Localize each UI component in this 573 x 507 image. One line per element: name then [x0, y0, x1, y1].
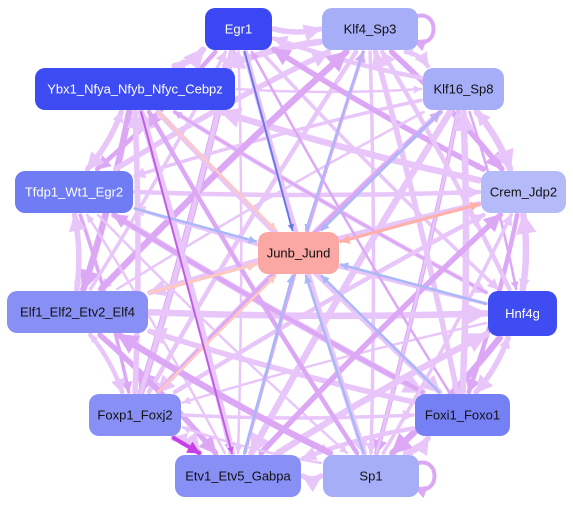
edge-hnf4g-to-crem: [515, 211, 537, 293]
edge-elf1-to-junb: [148, 261, 258, 295]
edge-klf4-to-junb: [304, 51, 364, 231]
edge-egr1-to-klf4: [271, 24, 323, 42]
edge-etv1-to-sp1: [300, 473, 324, 493]
node-egr1[interactable]: Egr1: [205, 8, 272, 50]
self-loop-sp1: [413, 460, 437, 499]
node-junb-box: [258, 232, 339, 274]
edge-elf1-to-klf4: [98, 48, 350, 293]
edge-egr1-to-junb: [243, 51, 294, 231]
edge-etv1-to-tfdp1: [86, 213, 226, 455]
node-klf4-label: Klf4_Sp3: [344, 21, 397, 36]
edge-sp1-to-junb: [304, 274, 365, 455]
node-sp1[interactable]: Sp1: [323, 455, 419, 497]
edge-hnf4g-to-junb: [339, 262, 488, 305]
edge-tfdp1-to-crem: [132, 185, 482, 200]
node-crem-label: Crem_Jdp2: [490, 184, 557, 199]
node-etv1-label: Etv1_Etv5_Gabpa: [185, 468, 291, 483]
edge-klf16-to-junb: [320, 110, 442, 232]
self-loop-klf4: [412, 13, 436, 52]
edge-sp1-to-foxp1: [181, 426, 323, 465]
edge-egr1-to-etv1: [234, 50, 243, 455]
node-ybx1[interactable]: Ybx1_Nfya_Nfyb_Nfyc_Cebpz: [35, 68, 235, 110]
edge-ybx1-to-etv1: [140, 111, 234, 454]
node-tfdp1-label: Tfdp1_Wt1_Egr2: [25, 184, 123, 199]
edge-sp1-to-foxi1: [402, 435, 431, 457]
edge-foxi1-to-klf16: [453, 108, 475, 396]
node-foxi1-box: [415, 394, 510, 436]
edge-klf16-to-etv1: [248, 108, 454, 457]
edge-sp1-to-klf16: [375, 110, 461, 455]
edge-foxi1-to-tfdp1: [111, 212, 425, 395]
node-foxp1-box: [89, 394, 181, 436]
node-ybx1-label: Ybx1_Nfya_Nfyb_Nfyc_Cebpz: [47, 81, 223, 96]
edge-foxp1-to-elf1: [89, 333, 124, 394]
edge-crem-to-egr1: [271, 46, 487, 172]
edge-elf1-to-klf16: [116, 110, 425, 291]
edge-foxi1-to-hnf4g: [474, 336, 510, 394]
node-klf16-label: Klf16_Sp8: [434, 81, 494, 96]
node-foxp1[interactable]: Foxp1_Foxj2: [89, 394, 181, 436]
node-tfdp1-box: [15, 171, 133, 213]
node-crem[interactable]: Crem_Jdp2: [481, 171, 566, 213]
node-hnf4g-box: [488, 291, 557, 336]
node-elf1[interactable]: Elf1_Elf2_Etv2_Elf4: [7, 291, 148, 333]
node-hnf4g[interactable]: Hnf4g: [488, 291, 557, 336]
edge-crem-to-klf16: [474, 109, 513, 172]
edge-foxp1-to-junb: [156, 274, 277, 394]
node-junb[interactable]: Junb_Jund: [258, 232, 339, 274]
node-junb-label: Junb_Jund: [267, 245, 331, 260]
node-etv1-box: [175, 455, 301, 497]
edge-junb-to-crem: [339, 201, 481, 243]
node-elf1-label: Elf1_Elf2_Etv2_Elf4: [20, 304, 135, 319]
node-klf4[interactable]: Klf4_Sp3: [322, 8, 418, 50]
node-sp1-box: [323, 455, 419, 497]
node-foxi1-label: Foxi1_Foxo1: [425, 407, 500, 422]
edge-klf4-to-foxp1: [146, 49, 359, 395]
node-tfdp1[interactable]: Tfdp1_Wt1_Egr2: [15, 171, 133, 213]
edge-ybx1-to-junb: [156, 110, 277, 232]
edge-sp1-to-crem: [381, 213, 513, 455]
node-egr1-label: Egr1: [225, 21, 252, 36]
edge-tfdp1-to-sp1: [96, 213, 349, 455]
edge-klf16-to-klf4: [404, 49, 429, 68]
edge-elf1-to-tfdp1: [69, 212, 87, 292]
edge-klf16-to-tfdp1: [133, 98, 423, 179]
edge-foxi1-to-etv1: [300, 426, 416, 461]
edge-ybx1-to-egr1: [171, 46, 207, 71]
node-foxp1-label: Foxp1_Foxj2: [97, 407, 172, 422]
node-ybx1-box: [35, 68, 235, 110]
node-crem-box: [481, 171, 566, 213]
node-klf16-box: [423, 68, 504, 110]
edge-tfdp1-to-junb: [133, 207, 258, 244]
node-klf16[interactable]: Klf16_Sp8: [423, 68, 504, 110]
node-elf1-box: [7, 291, 148, 333]
edge-sp1-to-ybx1: [146, 109, 360, 456]
node-foxi1[interactable]: Foxi1_Foxo1: [415, 394, 510, 436]
edge-foxp1-to-etv1: [171, 436, 202, 455]
node-sp1-label: Sp1: [359, 468, 382, 483]
node-klf4-box: [322, 8, 418, 50]
edge-tfdp1-to-ybx1: [85, 110, 124, 171]
node-egr1-box: [205, 8, 272, 50]
edge-etv1-to-junb: [242, 274, 295, 455]
edge-foxp1-to-crem: [172, 212, 486, 395]
edge-sp1-to-elf1: [115, 331, 334, 457]
edge-foxp1-to-ybx1: [126, 109, 145, 395]
edge-hnf4g-to-klf4: [380, 49, 512, 292]
edge-foxi1-to-egr1: [250, 50, 451, 394]
edge-foxi1-to-junb: [320, 274, 441, 394]
node-etv1[interactable]: Etv1_Etv5_Gabpa: [175, 455, 301, 497]
node-hnf4g-label: Hnf4g: [505, 306, 540, 321]
